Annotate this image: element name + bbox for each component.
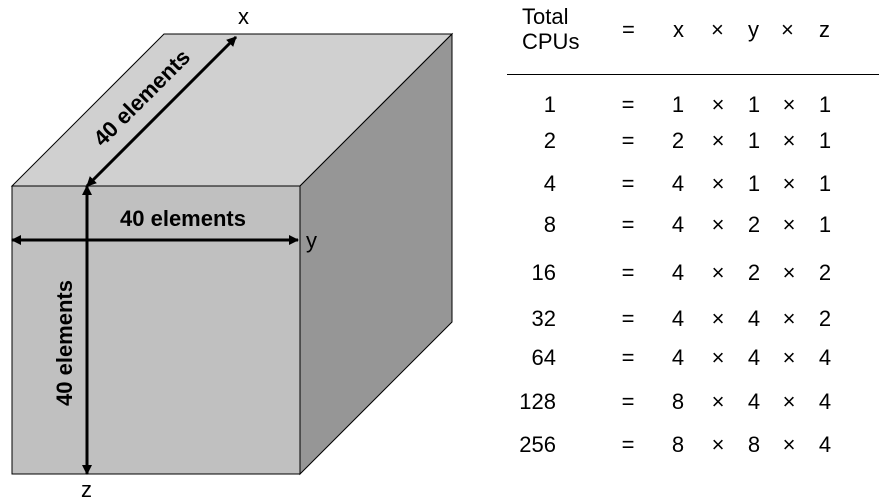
axis-x-label: x <box>238 4 249 29</box>
front-edge-label: 40 elements <box>120 206 246 231</box>
row-equals: = <box>621 212 635 237</box>
row-times-1: × <box>711 345 725 370</box>
row-y-value: 1 <box>747 171 761 196</box>
header-total-line2: CPUs <box>522 29 580 54</box>
row-equals: = <box>621 432 635 457</box>
row-z-value: 1 <box>818 212 832 237</box>
row-times-2: × <box>782 306 796 331</box>
row-z-value: 1 <box>818 92 832 117</box>
header-x: x <box>673 17 684 42</box>
row-x-value: 8 <box>671 432 685 457</box>
row-times-1: × <box>711 306 725 331</box>
row-total-cpus: 32 <box>531 306 556 331</box>
row-total-cpus: 128 <box>519 389 556 414</box>
row-times-1: × <box>711 128 725 153</box>
row-y-value: 2 <box>747 212 761 237</box>
row-times-1: × <box>711 389 725 414</box>
row-y-value: 4 <box>747 345 761 370</box>
row-total-cpus: 8 <box>543 212 556 237</box>
row-equals: = <box>621 92 635 117</box>
row-x-value: 1 <box>671 92 685 117</box>
row-equals: = <box>621 389 635 414</box>
row-y-value: 4 <box>747 306 761 331</box>
row-times-2: × <box>782 389 796 414</box>
table-row: 64 = 4 × 4 × 4 <box>0 345 879 371</box>
row-times-2: × <box>782 260 796 285</box>
row-total-cpus: 4 <box>543 171 556 196</box>
row-times-1: × <box>711 171 725 196</box>
cube-front-face <box>11 185 301 475</box>
row-z-value: 2 <box>818 306 832 331</box>
row-x-value: 4 <box>671 212 685 237</box>
table-row: 1 = 1 × 1 × 1 <box>0 92 879 118</box>
axis-z-label: z <box>81 477 92 501</box>
row-equals: = <box>621 128 635 153</box>
row-times-2: × <box>782 432 796 457</box>
row-x-value: 4 <box>671 345 685 370</box>
row-times-2: × <box>782 171 796 196</box>
row-equals: = <box>621 306 635 331</box>
header-equals: = <box>622 17 635 42</box>
row-y-value: 4 <box>747 389 761 414</box>
axis-y-label: y <box>306 228 317 253</box>
row-times-2: × <box>782 128 796 153</box>
row-z-value: 4 <box>818 389 832 414</box>
row-equals: = <box>621 260 635 285</box>
table-row: 256 = 8 × 8 × 4 <box>0 432 879 458</box>
left-edge-label: 40 elements <box>52 280 77 406</box>
header-z: z <box>819 17 830 42</box>
header-rule <box>507 74 879 75</box>
row-z-value: 4 <box>818 345 832 370</box>
header-times-1: × <box>711 17 724 42</box>
header-total-line1: Total <box>522 4 569 29</box>
row-times-2: × <box>782 345 796 370</box>
row-y-value: 2 <box>747 260 761 285</box>
table-row: 4 = 4 × 1 × 1 <box>0 171 879 197</box>
row-total-cpus: 64 <box>531 345 556 370</box>
table-row: 2 = 2 × 1 × 1 <box>0 128 879 154</box>
header-total-cpus: Total CPUs <box>522 4 579 54</box>
row-x-value: 2 <box>671 128 685 153</box>
header-times-2: × <box>781 17 794 42</box>
row-total-cpus: 16 <box>531 260 556 285</box>
row-total-cpus: 2 <box>543 128 556 153</box>
table-row: 32 = 4 × 4 × 2 <box>0 306 879 332</box>
row-times-2: × <box>782 212 796 237</box>
row-x-value: 8 <box>671 389 685 414</box>
row-y-value: 1 <box>747 92 761 117</box>
row-y-value: 8 <box>747 432 761 457</box>
table-row: 8 = 4 × 2 × 1 <box>0 212 879 238</box>
row-times-2: × <box>782 92 796 117</box>
row-equals: = <box>621 171 635 196</box>
row-z-value: 4 <box>818 432 832 457</box>
row-times-1: × <box>711 432 725 457</box>
header-y: y <box>748 17 759 42</box>
row-x-value: 4 <box>671 306 685 331</box>
row-times-1: × <box>711 212 725 237</box>
table-row: 16 = 4 × 2 × 2 <box>0 260 879 286</box>
row-x-value: 4 <box>671 260 685 285</box>
row-z-value: 2 <box>818 260 832 285</box>
row-y-value: 1 <box>747 128 761 153</box>
row-total-cpus: 256 <box>519 432 556 457</box>
row-times-1: × <box>711 92 725 117</box>
table-row: 128 = 8 × 4 × 4 <box>0 389 879 415</box>
x-axis-arrow <box>85 35 238 188</box>
row-x-value: 4 <box>671 171 685 196</box>
row-z-value: 1 <box>818 128 832 153</box>
row-equals: = <box>621 345 635 370</box>
row-z-value: 1 <box>818 171 832 196</box>
row-total-cpus: 1 <box>543 92 556 117</box>
row-times-1: × <box>711 260 725 285</box>
